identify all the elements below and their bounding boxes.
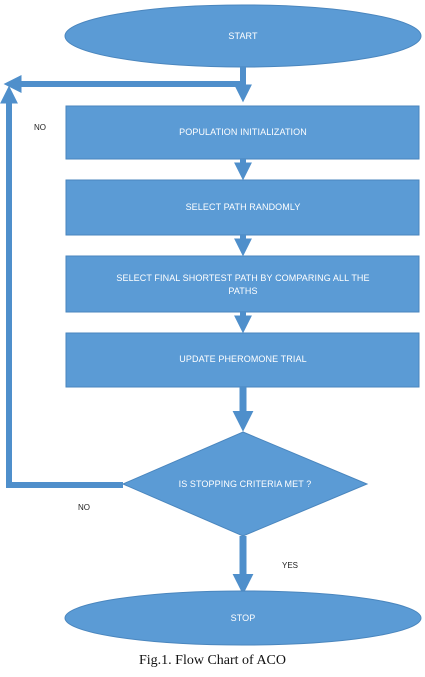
stop-terminal — [64, 590, 422, 646]
stop-label: STOP — [231, 613, 256, 623]
start-label: START — [228, 31, 258, 41]
update-pheromone-label: UPDATE PHEROMONE TRIAL — [179, 354, 306, 364]
process-select-path — [65, 179, 420, 236]
select-path-label: SELECT PATH RANDOMLY — [186, 202, 301, 212]
figure-caption: Fig.1. Flow Chart of ACO — [138, 653, 286, 668]
population-init-label: POPULATION INITIALIZATION — [179, 127, 307, 137]
arrow-no-loop-back — [0, 85, 123, 488]
edge-label-no-top: NO — [34, 123, 46, 132]
process-final-shortest-path — [65, 255, 420, 313]
final-path-label-line1: SELECT FINAL SHORTEST PATH BY COMPARING … — [116, 273, 369, 283]
final-path-label-line2: PATHS — [228, 286, 257, 296]
process-update-pheromone — [65, 332, 420, 388]
edge-label-yes: YES — [282, 561, 298, 570]
process-population-init — [65, 105, 420, 160]
edge-label-no-bottom: NO — [78, 503, 90, 512]
decision-label: IS STOPPING CRITERIA MET ? — [179, 479, 312, 489]
